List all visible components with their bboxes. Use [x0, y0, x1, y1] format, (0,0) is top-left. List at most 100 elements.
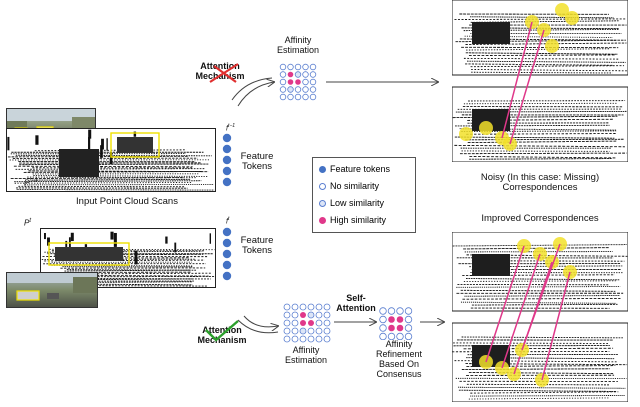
affinity-grid-top	[279, 63, 317, 101]
car-shape	[472, 254, 510, 276]
noisy-correspondence-panel	[452, 0, 628, 162]
scan-object	[70, 232, 74, 242]
affinity-cell-none	[404, 332, 413, 340]
affinity-cell-none	[291, 311, 299, 319]
scan-line	[463, 247, 610, 250]
scan-line	[470, 65, 625, 68]
affinity-cell-none	[279, 78, 287, 86]
check-mark-icon	[205, 320, 239, 342]
affinity-cell-high	[308, 320, 314, 326]
scan-line	[462, 297, 621, 300]
affinity-cell-none	[307, 335, 315, 343]
affinity-cell-high	[295, 79, 301, 85]
camera-image-bottom	[6, 272, 98, 308]
scan-line	[16, 189, 215, 191]
scan-line	[14, 181, 192, 184]
feature-token	[222, 271, 232, 281]
scan-line	[456, 285, 621, 288]
curved-arrow-bottom	[237, 315, 278, 334]
scan-line	[31, 178, 191, 181]
scan-line	[467, 118, 614, 121]
scan-line	[23, 171, 203, 173]
affinity-cell-none	[323, 319, 331, 327]
affinity-cell-none	[323, 311, 331, 319]
affinity-cell-low	[287, 86, 294, 93]
scan-object	[100, 145, 103, 158]
feature-set-label-top: ft−1	[226, 123, 236, 133]
scan-line	[13, 165, 193, 168]
affinity-cell-none	[283, 335, 291, 343]
scan-line	[465, 63, 614, 66]
camera-image-bottom-art	[7, 273, 97, 301]
scan-frame	[452, 86, 628, 162]
affinity-cell-none	[323, 335, 331, 343]
scan-line	[471, 71, 613, 74]
scan-line	[467, 60, 626, 63]
scan-line	[459, 152, 627, 155]
affinity-cell-none	[283, 319, 291, 327]
scan-line	[465, 138, 625, 141]
scan-line	[10, 177, 185, 180]
affinity-cell-none	[291, 303, 299, 311]
legend-item-feature: Feature tokens	[319, 164, 390, 174]
feature-token	[222, 144, 232, 154]
bounding-box	[48, 242, 130, 266]
affinity-cell-none	[287, 93, 294, 101]
scan-object	[106, 138, 108, 151]
scan-line	[28, 170, 209, 173]
scan-line	[465, 52, 618, 55]
affinity-cell-none	[387, 332, 396, 340]
scan-frame	[452, 232, 628, 312]
scan-line	[467, 140, 618, 144]
feature-tokens-label-top: Feature Tokens	[240, 151, 274, 173]
attention-mechanism-label-bottom: Attention Mechanism	[197, 325, 247, 345]
scan-frame	[452, 322, 628, 402]
feature-set-label-bottom: ft	[226, 216, 230, 226]
curved-arrow-top	[231, 77, 274, 107]
scan-object	[88, 137, 91, 150]
scan-line	[471, 69, 628, 72]
feature-token	[222, 260, 232, 270]
scan-line	[469, 16, 614, 19]
affinity-cell-none	[379, 324, 387, 332]
scan-line	[14, 180, 202, 183]
cross-mark-icon	[209, 63, 239, 83]
affinity-cell-low	[294, 71, 302, 78]
affinity-cell-none	[379, 332, 387, 340]
affinity-refinement-label: Affinity Refinement Based On Consensus	[375, 339, 423, 379]
point-cloud-scan-top	[6, 128, 216, 192]
scan-line	[468, 54, 615, 57]
car-shape	[59, 149, 99, 177]
input-scans-caption: Input Point Cloud Scans	[76, 196, 178, 207]
affinity-cell-none	[315, 319, 323, 327]
correspondence-line	[485, 245, 525, 363]
scan-line	[463, 57, 620, 60]
affinity-cell-none	[315, 303, 323, 311]
scan-object	[110, 231, 114, 240]
correspondence-line	[521, 243, 561, 351]
scan-object	[109, 152, 113, 165]
affinity-cell-none	[279, 86, 287, 93]
scan-object	[209, 233, 212, 244]
affinity-cell-none	[291, 335, 299, 343]
point-cloud-scan-top-art	[7, 129, 215, 191]
affinity-cell-none	[299, 335, 307, 343]
scan-line	[461, 368, 610, 370]
affinity-cell-none	[404, 324, 413, 332]
affinity-cell-none	[387, 307, 396, 315]
affinity-cell-none	[294, 63, 302, 71]
keypoint-highlight	[555, 3, 569, 17]
scan-line	[463, 347, 614, 350]
affinity-cell-none	[309, 71, 317, 78]
scan-object	[133, 131, 137, 137]
scan-object	[84, 244, 88, 249]
improved-correspondence-panel	[452, 232, 628, 402]
scan-line	[471, 303, 618, 306]
affinity-cell-high	[287, 71, 294, 78]
scan-line	[453, 342, 610, 344]
scan-line	[454, 18, 626, 20]
scan-line	[64, 269, 191, 272]
scan-line	[452, 244, 627, 247]
affinity-cell-none	[323, 303, 331, 311]
